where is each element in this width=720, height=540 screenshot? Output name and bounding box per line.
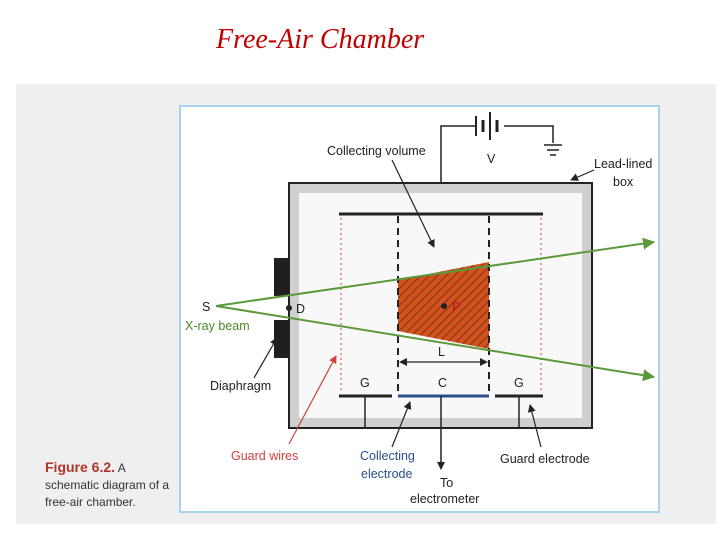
diaphragm-block-top (274, 258, 289, 296)
xray-beam-label: X-ray beam (185, 319, 250, 333)
diaphragm-block-bottom (274, 320, 289, 358)
figure-label: Figure 6.2. (45, 459, 116, 475)
lead-lined-box-pointer (570, 169, 595, 181)
xray-beam-lower (215, 305, 655, 382)
diaphragm-point-dot (286, 305, 292, 311)
voltage-label: V (487, 152, 496, 166)
guard-left-label: G (360, 376, 370, 390)
length-arrow-right (480, 358, 488, 366)
caption-text: A schematic diagram of a free-air chambe… (45, 461, 170, 509)
ground-wire (504, 125, 554, 143)
ground-icon (544, 144, 562, 156)
to-label: To (440, 476, 453, 490)
point-p-label: P (452, 300, 460, 314)
guard-electrode-pointer (527, 404, 542, 448)
collecting-electrode-pointer (391, 401, 412, 448)
guard-electrode-label: Guard electrode (500, 452, 590, 466)
point-p-dot (441, 303, 447, 309)
lead-lined-box-label-line2: box (613, 175, 634, 189)
length-label: L (438, 345, 445, 359)
collecting-electrode-label-line2: electrode (361, 467, 412, 481)
length-arrow-left (399, 358, 407, 366)
collecting-volume-pointer (391, 159, 435, 248)
collecting-volume-label: Collecting volume (327, 144, 426, 158)
lead-lined-box-label: Lead-lined (594, 157, 652, 171)
diaphragm-label: Diaphragm (210, 379, 271, 393)
diaphragm-point-label: D (296, 302, 305, 316)
collecting-electrode-label: Collecting (360, 449, 415, 463)
collector-label: C (438, 376, 447, 390)
source-label: S (202, 300, 210, 314)
figure-caption: Figure 6.2. A schematic diagram of a fre… (45, 459, 170, 511)
electrometer-label: electrometer (410, 492, 479, 506)
guard-wires-pointer (288, 355, 337, 445)
diaphragm-pointer (253, 337, 278, 379)
slide-title: Free-Air Chamber (216, 24, 425, 55)
guard-right-label: G (514, 376, 524, 390)
voltage-circuit (440, 125, 476, 183)
xray-beam-upper (215, 237, 655, 307)
guard-wires-label: Guard wires (231, 449, 298, 463)
